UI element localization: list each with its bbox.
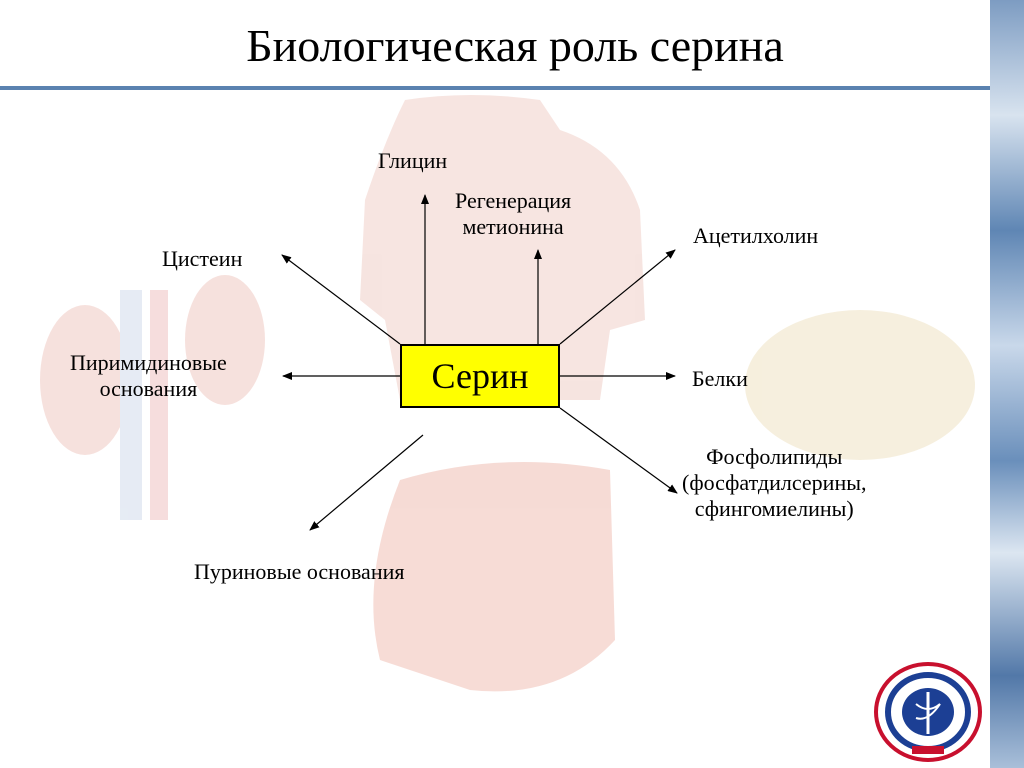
arrow-to-purine — [309, 434, 424, 531]
arrow-to-acetylcholine — [559, 249, 676, 345]
arrow-to-cysteine — [281, 254, 401, 345]
phospholipids-line-3: сфингомиелины) — [694, 496, 854, 521]
methionine-line-2: метионина — [462, 214, 564, 239]
cysteine-label: Цистеин — [162, 246, 243, 271]
phospholipids-line-1: Фосфолипиды — [706, 444, 843, 469]
title-underline — [0, 86, 992, 90]
proteins-label: Белки — [692, 366, 748, 391]
serine-center-box: Серин — [400, 344, 560, 408]
arrow-to-phospholipids — [559, 407, 678, 494]
purine-label: Пуриновые основания — [194, 559, 405, 584]
phospholipids-label: Фосфолипиды (фосфатдилсерины, сфингомиел… — [682, 444, 867, 522]
glycine-label: Глицин — [378, 148, 448, 173]
methionine-regeneration-label: Регенерация метионина — [455, 188, 571, 240]
methionine-line-1: Регенерация — [455, 188, 572, 213]
acetylcholine-label: Ацетилхолин — [693, 223, 819, 248]
page-title: Биологическая роль серина — [246, 20, 784, 71]
phospholipids-line-2: (фосфатдилсерины, — [682, 470, 867, 495]
pyrimidine-line-2: основания — [99, 376, 198, 401]
pyrimidine-label: Пиримидиновые основания — [70, 350, 227, 402]
university-seal-logo — [874, 662, 982, 762]
pyrimidine-line-1: Пиримидиновые — [70, 350, 227, 375]
decorative-side-strip — [990, 0, 1024, 768]
